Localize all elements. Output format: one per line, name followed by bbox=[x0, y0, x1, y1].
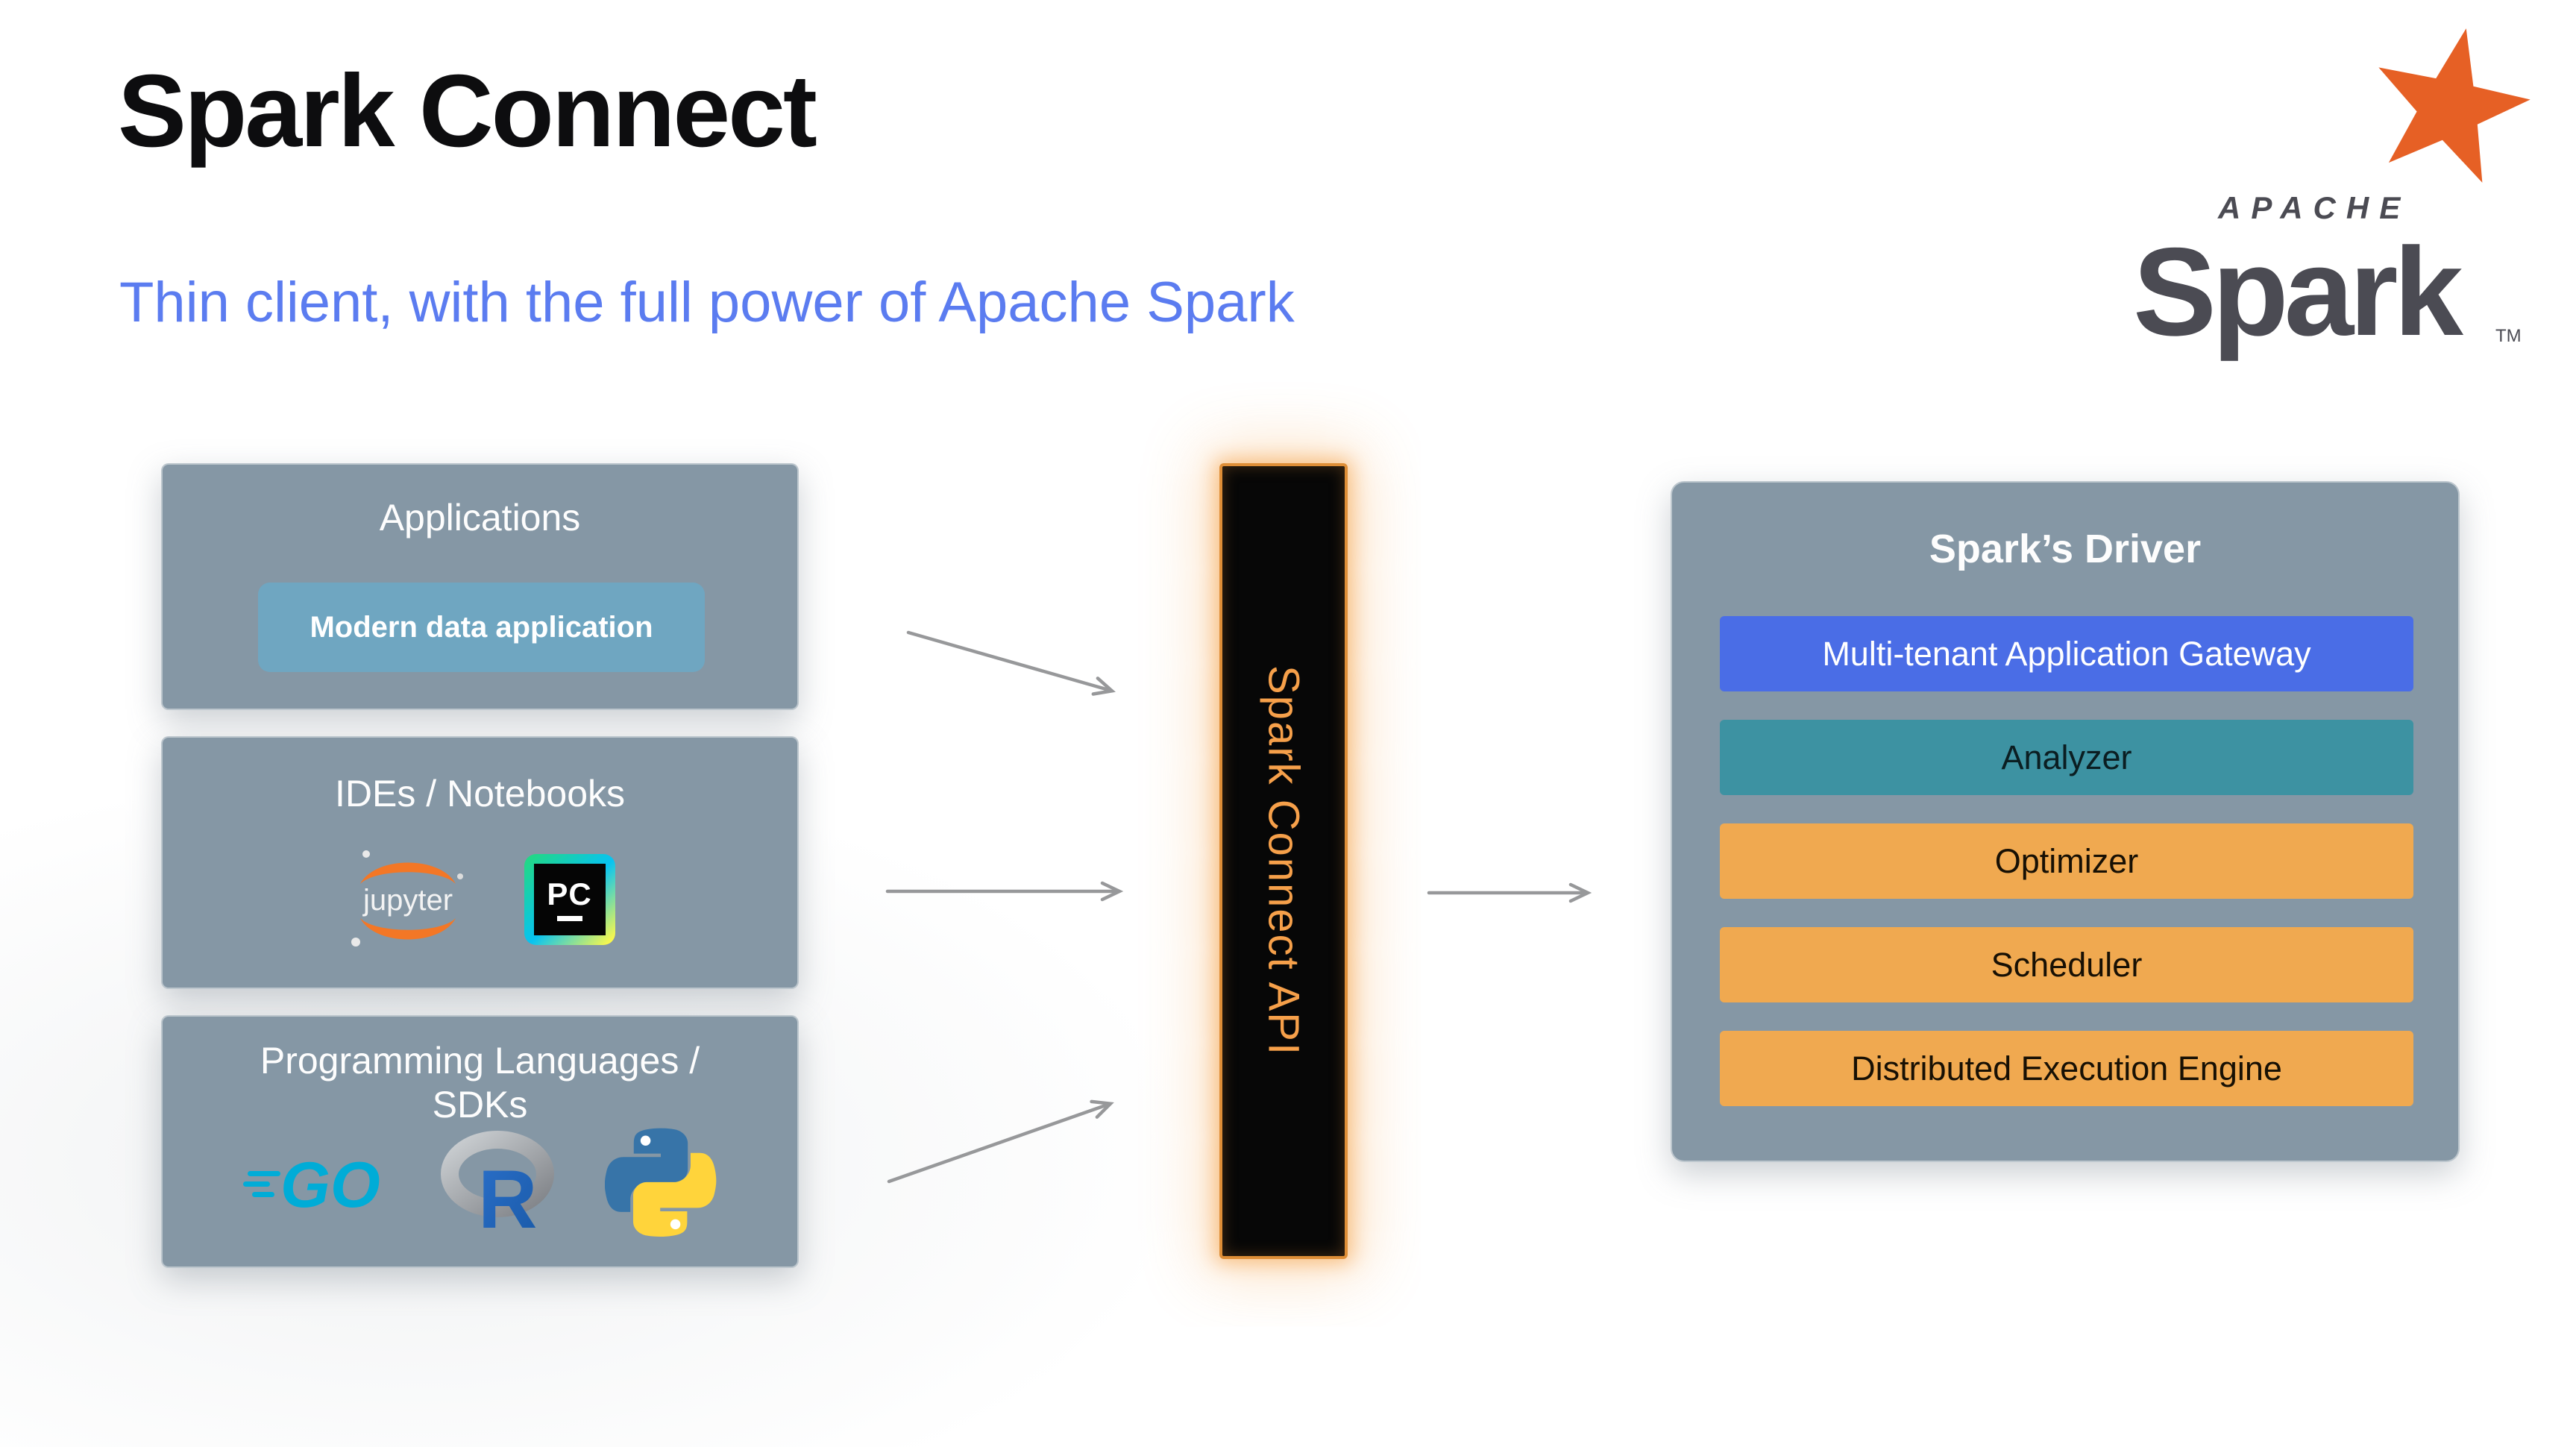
trademark-label: TM bbox=[2495, 326, 2522, 346]
spark-star-icon bbox=[2378, 28, 2531, 183]
languages-title-line2: SDKs bbox=[432, 1083, 528, 1126]
languages-sdks-panel: Programming Languages / SDKs GO bbox=[161, 1015, 799, 1268]
go-logo-icon: GO bbox=[243, 1149, 380, 1221]
spark-wordmark: Spark bbox=[2133, 222, 2463, 362]
python-logo-icon bbox=[605, 1128, 717, 1237]
pycharm-inner-square: PC bbox=[533, 864, 606, 935]
driver-title: Spark’s Driver bbox=[1929, 527, 2202, 571]
arrow-apps-to-api bbox=[906, 630, 1116, 696]
applications-panel: Applications Modern data application bbox=[161, 463, 799, 710]
scheduler-bar: Scheduler bbox=[1720, 927, 2413, 1002]
ides-title: IDEs / Notebooks bbox=[334, 773, 626, 814]
arrow-langs-to-api bbox=[887, 1099, 1114, 1184]
jupyter-label: jupyter bbox=[362, 884, 452, 917]
execution-engine-bar: Distributed Execution Engine bbox=[1720, 1031, 2413, 1106]
subtitle: Thin client, with the full power of Apac… bbox=[119, 271, 1295, 334]
spark-driver-panel: Spark’s Driver Multi-tenant Application … bbox=[1671, 481, 2460, 1162]
spark-connect-api-bar: Spark Connect API bbox=[1219, 463, 1348, 1259]
pycharm-logo-icon: PC bbox=[524, 854, 615, 945]
modern-data-application-chip: Modern data application bbox=[258, 583, 705, 672]
apache-spark-logo: APACHE Spark TM bbox=[2069, 19, 2546, 377]
pycharm-label: PC bbox=[547, 876, 592, 911]
pycharm-underscore bbox=[556, 915, 582, 921]
r-logo-icon: R bbox=[441, 1131, 554, 1238]
languages-title-line1: Programming Languages / bbox=[260, 1040, 700, 1082]
go-label: GO bbox=[280, 1149, 380, 1221]
languages-title: Programming Languages / SDKs bbox=[163, 1017, 797, 1126]
page-title: Spark Connect bbox=[118, 54, 817, 169]
gateway-bar: Multi-tenant Application Gateway bbox=[1720, 616, 2413, 691]
ides-notebooks-panel: IDEs / Notebooks jupyter PC bbox=[161, 736, 799, 989]
ides-logo-row: jupyter PC bbox=[163, 833, 797, 966]
apache-label: APACHE bbox=[2218, 190, 2411, 225]
applications-title: Applications bbox=[379, 497, 581, 539]
r-label: R bbox=[478, 1154, 537, 1238]
jupyter-logo-icon: jupyter bbox=[351, 850, 463, 947]
optimizer-bar: Optimizer bbox=[1720, 823, 2413, 899]
spark-connect-api-label: Spark Connect API bbox=[1259, 665, 1308, 1057]
languages-logo-row: GO R bbox=[163, 1127, 797, 1239]
analyzer-bar: Analyzer bbox=[1720, 720, 2413, 795]
